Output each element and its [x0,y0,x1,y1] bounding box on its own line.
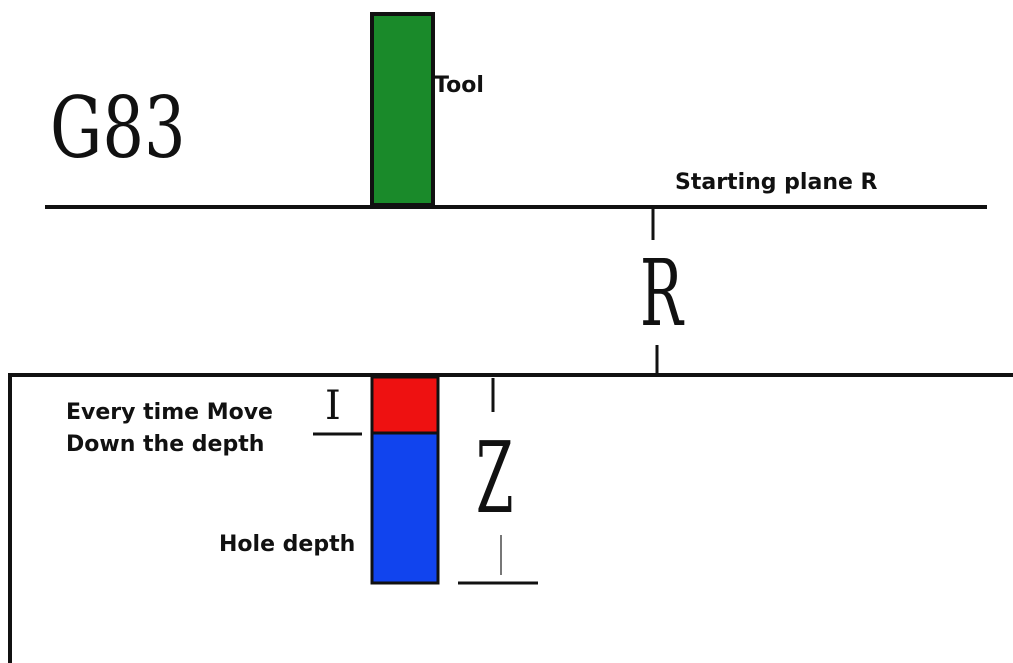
hole-depth-label: Hole depth [219,532,356,557]
i-dimension-label: I [325,383,341,429]
r-dimension-label: R [640,240,683,347]
peck-depth-block [370,375,440,435]
z-dimension-label: Z [476,422,514,536]
peck-depth-label-line1: Every time Move [66,400,273,425]
tool-label: Tool [434,73,484,98]
peck-depth-label-line2: Down the depth [66,432,265,457]
tool-block [370,12,435,207]
starting-plane-label: Starting plane R [675,170,878,195]
diagram-title: G83 [50,79,186,177]
hole-depth-block [370,431,440,585]
workpiece-outline [8,373,1013,663]
